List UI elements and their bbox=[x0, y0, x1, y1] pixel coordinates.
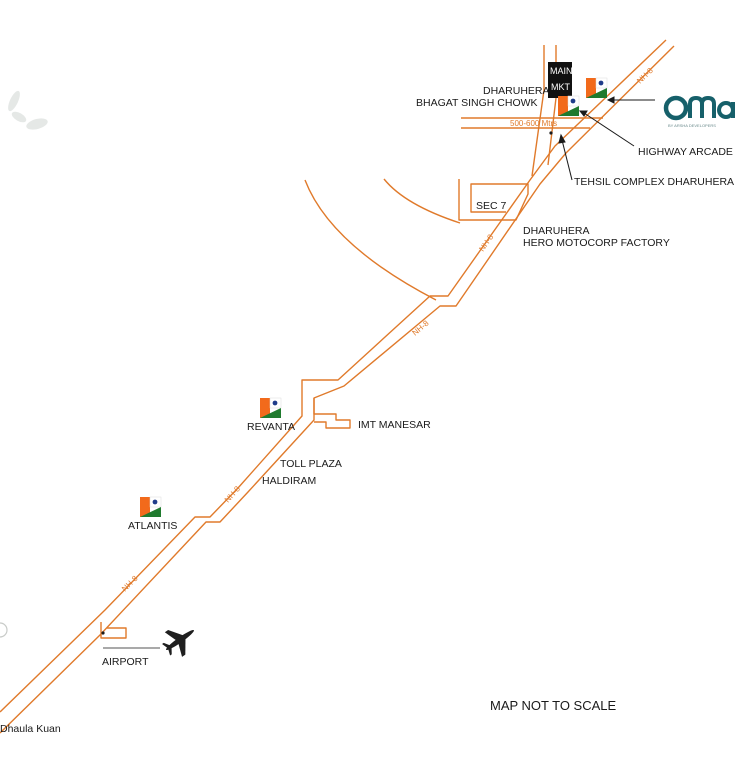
main-mkt-box bbox=[548, 62, 572, 98]
imt-label: IMT MANESAR bbox=[358, 419, 431, 431]
hero-label-1: DHARUHERA bbox=[523, 225, 590, 237]
dhaula-kuan-label: Dhaula Kuan bbox=[0, 723, 61, 735]
road-label-nh8-hero: NH-8 bbox=[477, 232, 495, 253]
airport-dot bbox=[101, 631, 105, 635]
hero-label-2: HERO MOTOCORP FACTORY bbox=[523, 237, 670, 249]
distance-label: 500-600 Mtrs bbox=[510, 119, 557, 128]
highway-arcade-label: HIGHWAY ARCADE bbox=[638, 146, 733, 158]
toll-label: TOLL PLAZA bbox=[280, 458, 342, 470]
logo-tagline: BY ARSHA DEVELOPERS bbox=[668, 123, 716, 128]
haldiram-label: HALDIRAM bbox=[262, 475, 316, 487]
scale-note: MAP NOT TO SCALE bbox=[490, 698, 617, 713]
airplane-icon bbox=[162, 630, 195, 657]
airport-label: AIRPORT bbox=[102, 656, 149, 668]
sec7-label: SEC 7 bbox=[476, 200, 507, 212]
roads bbox=[0, 39, 675, 734]
road-label-nh8-mid: NH-8 bbox=[411, 318, 432, 337]
flag-icon bbox=[586, 77, 608, 98]
arrow-icon bbox=[578, 110, 635, 147]
flag-icon bbox=[140, 496, 162, 517]
atlantis-label: ATLANTIS bbox=[128, 520, 177, 532]
tehsil-dot bbox=[549, 131, 553, 135]
chowk-label-1: DHARUHERA bbox=[483, 85, 550, 97]
revanta-label: REVANTA bbox=[247, 421, 295, 433]
main-mkt-label-2: MKT bbox=[551, 82, 571, 92]
arrow-icon bbox=[558, 133, 573, 181]
main-mkt-label-1: MAIN bbox=[550, 66, 573, 76]
chowk-label-2: BHAGAT SINGH CHOWK bbox=[416, 97, 538, 109]
leaf-icon bbox=[8, 90, 48, 130]
road-label-nh8-top: NH-8 bbox=[635, 66, 655, 86]
oma-logo: oma BY ARSHA DEVELOPERS bbox=[663, 95, 735, 128]
tehsil-label: TEHSIL COMPLEX DHARUHERA bbox=[574, 176, 734, 188]
arrow-icon bbox=[606, 96, 655, 104]
flag-icon bbox=[558, 95, 580, 116]
flag-icon bbox=[260, 397, 282, 418]
compass-icon bbox=[0, 622, 8, 638]
